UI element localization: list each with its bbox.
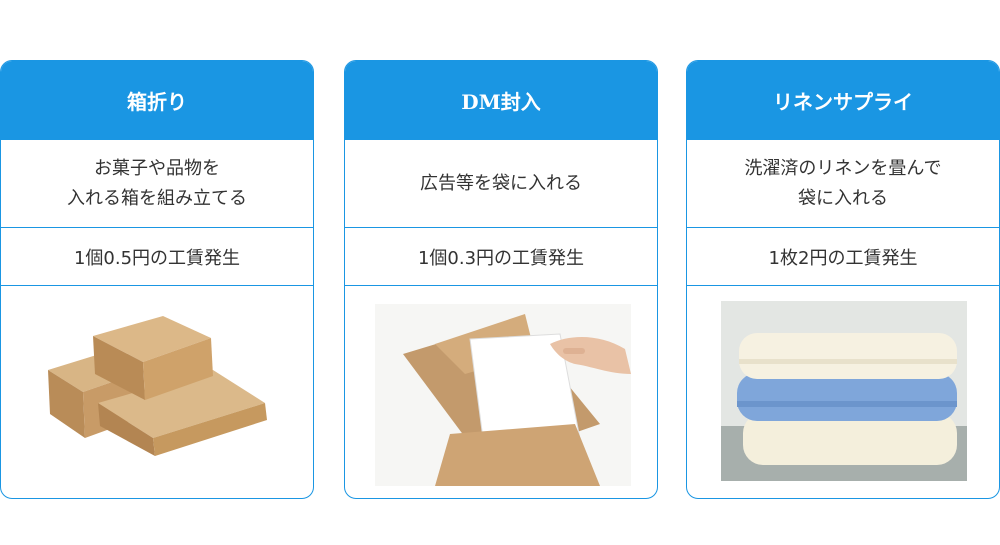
description-line: 洗濯済のリネンを畳んで xyxy=(744,157,942,179)
folded-towels-photo xyxy=(721,301,967,481)
card-title: DM封入 xyxy=(345,61,657,140)
card-dm-insertion: DM封入 広告等を袋に入れる 1個0.3円の工賃発生 xyxy=(344,60,658,499)
card-image-area xyxy=(687,286,999,498)
card-linen-supply: リネンサプライ 洗濯済のリネンを畳んで 袋に入れる 1枚2円の工賃発生 xyxy=(686,60,1000,499)
card-description: 洗濯済のリネンを畳んで 袋に入れる xyxy=(687,140,999,228)
card-description: お菓子や品物を 入れる箱を組み立てる xyxy=(1,140,313,228)
card-fee: 1枚2円の工賃発生 xyxy=(687,228,999,286)
card-image-area xyxy=(1,286,313,498)
cardboard-boxes-photo xyxy=(48,316,267,456)
description-line: お菓子や品物を xyxy=(94,157,220,179)
envelope-insertion-photo xyxy=(375,304,631,486)
card-fee: 1個0.5円の工賃発生 xyxy=(1,228,313,286)
description-line: 袋に入れる xyxy=(797,187,888,209)
description-line: 入れる箱を組み立てる xyxy=(67,187,247,209)
card-fee: 1個0.3円の工賃発生 xyxy=(345,228,657,286)
card-description: 広告等を袋に入れる xyxy=(345,140,657,228)
card-title: リネンサプライ xyxy=(687,61,999,140)
card-box-folding: 箱折り お菓子や品物を 入れる箱を組み立てる 1個0.5円の工賃発生 xyxy=(0,60,314,499)
card-title: 箱折り xyxy=(1,61,313,140)
description-line: 広告等を袋に入れる xyxy=(420,172,582,194)
card-image-area xyxy=(345,286,657,498)
